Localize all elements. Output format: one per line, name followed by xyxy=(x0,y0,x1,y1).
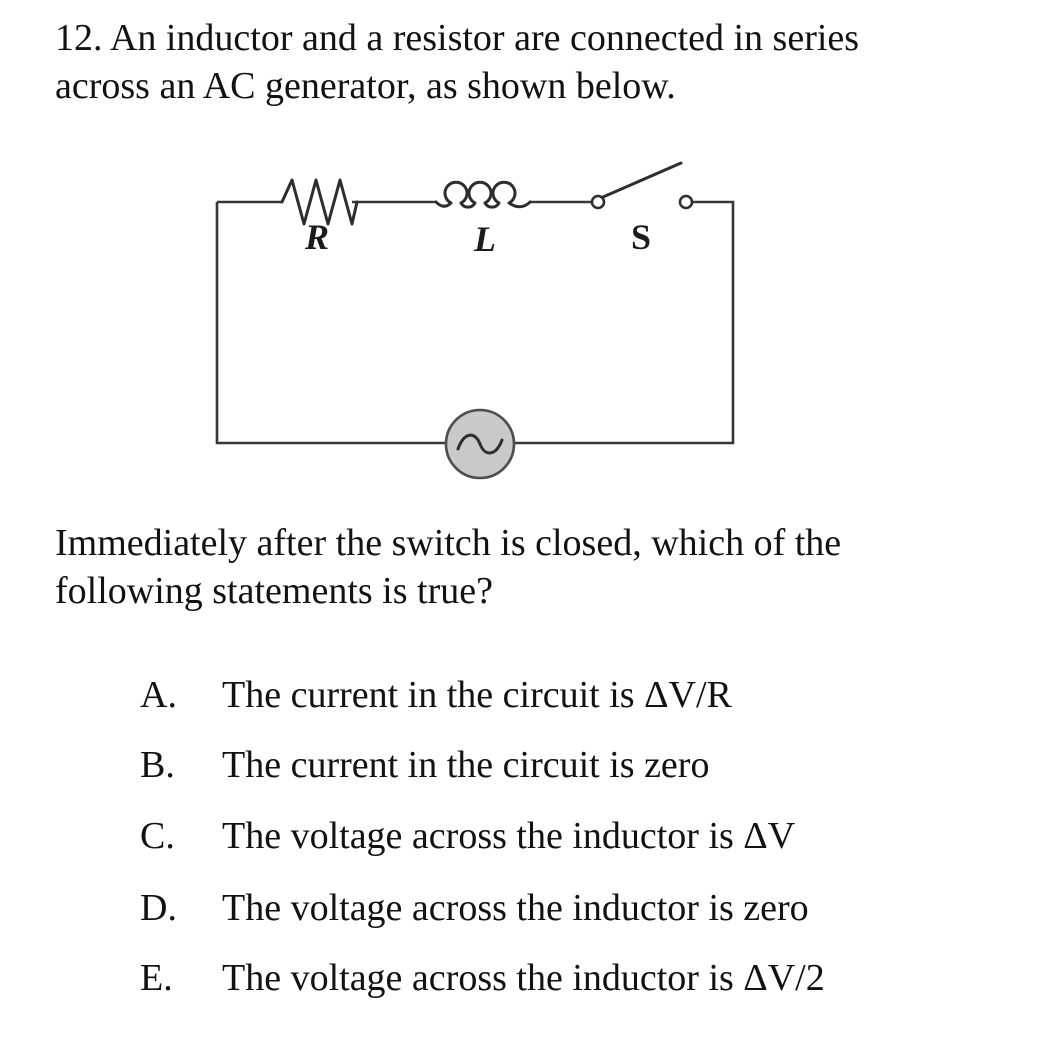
choice-row-e: E. The voltage across the inductor is ΔV/… xyxy=(140,954,825,1002)
switch-terminal-left xyxy=(590,194,606,210)
resistor-label: R xyxy=(304,217,329,257)
inductor-symbol xyxy=(434,180,532,209)
switch-symbol xyxy=(590,161,694,210)
choice-letter-b: B. xyxy=(140,744,175,786)
prompt-text-line-2: following statements is true? xyxy=(55,570,493,612)
circuit-wires xyxy=(215,200,735,445)
choice-text-c: The voltage across the inductor is ΔV xyxy=(222,815,796,857)
question-text-line-1: 12. An inductor and a resistor are conne… xyxy=(55,17,860,59)
sine-wave-icon xyxy=(456,433,504,455)
choice-row-c: C. The voltage across the inductor is ΔV xyxy=(140,812,795,860)
switch-label: S xyxy=(631,217,651,257)
choice-text-a: The current in the circuit is ΔV/R xyxy=(222,674,732,716)
switch-terminal-right xyxy=(678,194,694,210)
choice-letter-e: E. xyxy=(140,957,173,999)
choice-row-d: D. The voltage across the inductor is zer… xyxy=(140,884,809,932)
question-text-line-2: across an AC generator, as shown below. xyxy=(55,65,676,107)
choice-row-b: B. The current in the circuit is zero xyxy=(140,741,709,789)
resistor-symbol xyxy=(280,178,359,226)
switch-lever xyxy=(601,161,683,199)
choice-text-d: The voltage across the inductor is zero xyxy=(222,887,809,929)
choice-letter-a: A. xyxy=(140,674,177,716)
choice-text-e: The voltage across the inductor is ΔV/2 xyxy=(222,957,825,999)
prompt-text-line-1: Immediately after the switch is closed, … xyxy=(55,522,842,564)
choice-letter-c: C. xyxy=(140,815,175,857)
choice-row-a: A. The current in the circuit is ΔV/R xyxy=(140,671,732,719)
inductor-label: L xyxy=(473,219,496,259)
choice-text-b: The current in the circuit is zero xyxy=(222,744,710,786)
circuit-diagram: R L S xyxy=(215,161,735,480)
choice-letter-d: D. xyxy=(140,887,177,929)
ac-generator-symbol xyxy=(444,408,516,480)
